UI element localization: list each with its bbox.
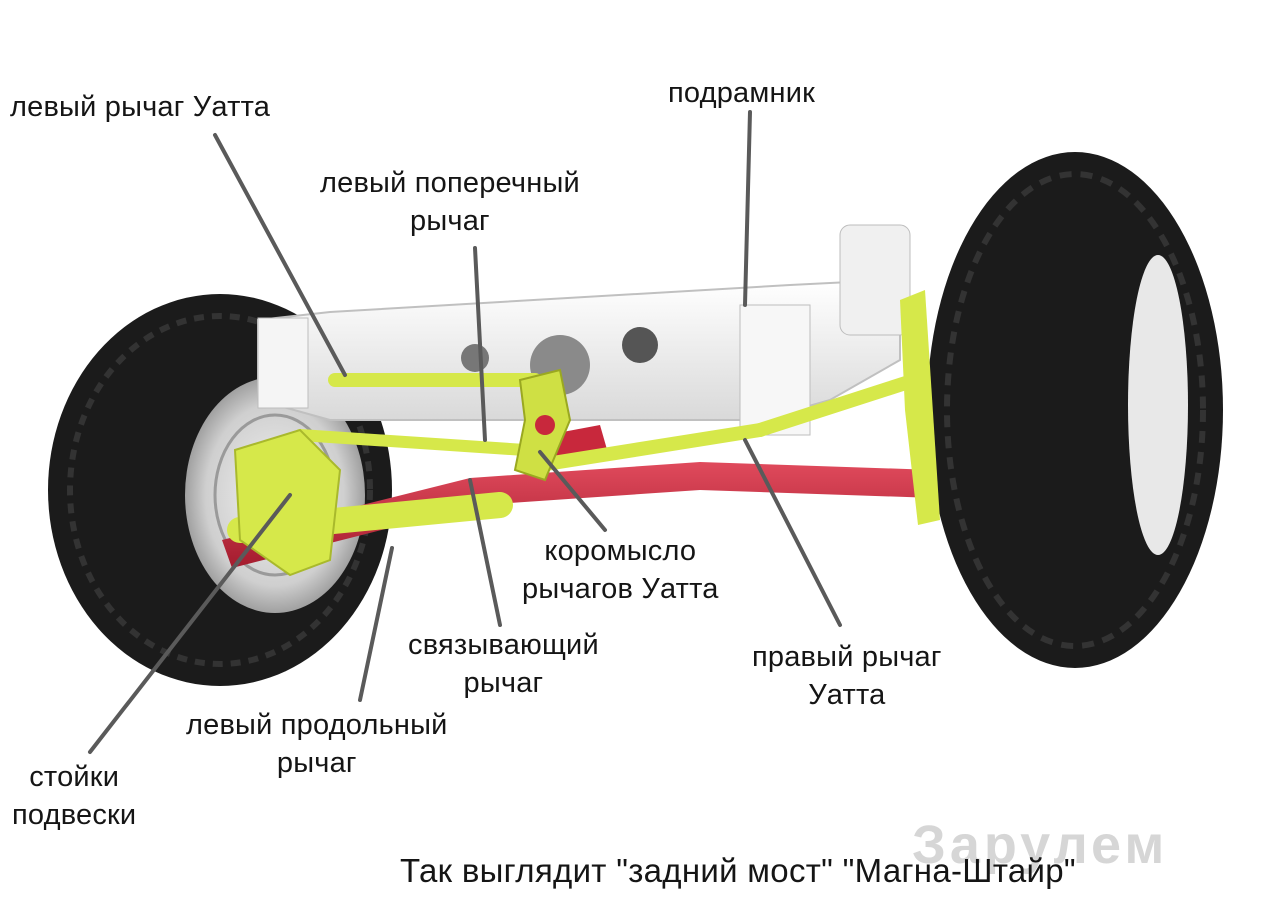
label-connecting-arm-line1: связывающий [408,629,599,661]
label-subframe: подрамник [668,74,815,112]
right-wheel [927,152,1223,668]
watt-rocker-body [513,368,572,482]
label-watt-rocker-line2: рычагов Уатта [522,573,719,605]
label-right-watt-link-line2: Уатта [808,679,886,711]
label-left-watt-link: левый рычаг Уатта [10,88,270,126]
label-right-watt-link: правый рычаг Уатта [752,638,942,714]
label-struts: стойки подвески [12,758,136,834]
label-watt-rocker-line1: коромысло [544,535,697,567]
label-right-watt-link-line1: правый рычаг [752,641,942,673]
label-struts-line1: стойки [29,761,120,793]
label-watt-rocker: коромысло рычагов Уатта [522,532,719,608]
label-connecting-arm-line2: рычаг [463,667,544,699]
label-left-lateral-arm: левый поперечный рычаг [320,164,580,240]
label-left-trailing-arm-line1: левый продольный [186,709,448,741]
label-subframe-line1: подрамник [668,77,816,109]
label-left-lateral-arm-line2: рычаг [410,205,490,237]
right-knuckle [900,290,940,525]
label-connecting-arm: связывающий рычаг [408,626,599,702]
watermark: Зарулем [912,815,1169,875]
right-rim [1128,255,1188,555]
caption: Так выглядит "задний мост" "Магна-Штайр" [400,852,1076,889]
label-left-trailing-arm-line2: рычаг [276,747,357,779]
label-struts-line2: подвески [12,799,137,831]
leader-lines [88,110,842,754]
left-knuckle [233,428,342,577]
label-left-watt-link-line1: левый рычаг Уатта [10,91,271,123]
label-left-lateral-arm-line1: левый поперечный [320,167,580,199]
subframe-body [257,224,911,436]
rear-beam [222,462,935,568]
link-arms [227,373,922,543]
label-left-trailing-arm: левый продольный рычаг [186,706,448,782]
